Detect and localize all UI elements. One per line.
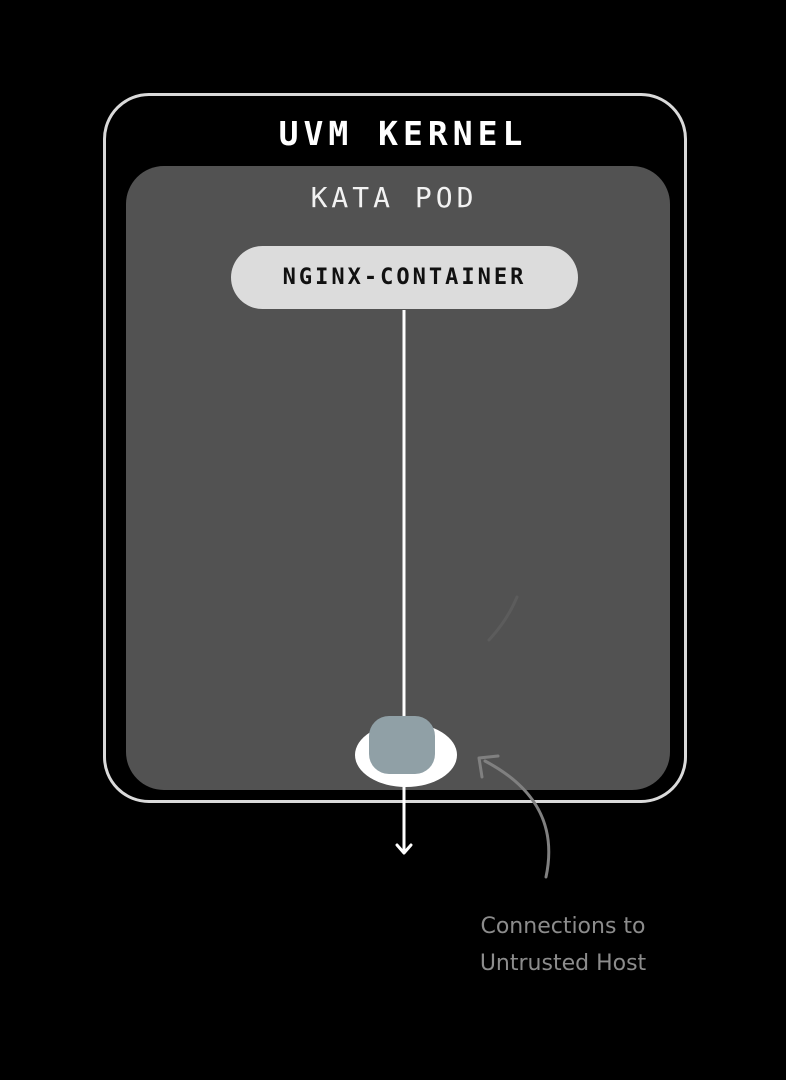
- annotation-arrow: [483, 759, 551, 879]
- nginx-container-label: NGINX-CONTAINER: [282, 265, 527, 290]
- network-port-icon: [355, 716, 457, 787]
- caption-line-2: Untrusted Host: [479, 951, 647, 976]
- faint-curve-mark: [487, 595, 519, 642]
- caption-line-1: Connections to: [480, 914, 646, 939]
- uvm-kernel-box: [103, 93, 687, 803]
- untrusted-host-caption: Connections to Untrusted Host: [452, 908, 674, 982]
- nginx-container-node: NGINX-CONTAINER: [231, 246, 578, 309]
- uvm-kernel-title: UVM KERNEL: [278, 114, 528, 153]
- kata-pod-title: KATA POD: [310, 181, 478, 214]
- outbound-arrowhead-icon: [395, 843, 413, 855]
- annotation-arrowhead-icon: [477, 754, 500, 779]
